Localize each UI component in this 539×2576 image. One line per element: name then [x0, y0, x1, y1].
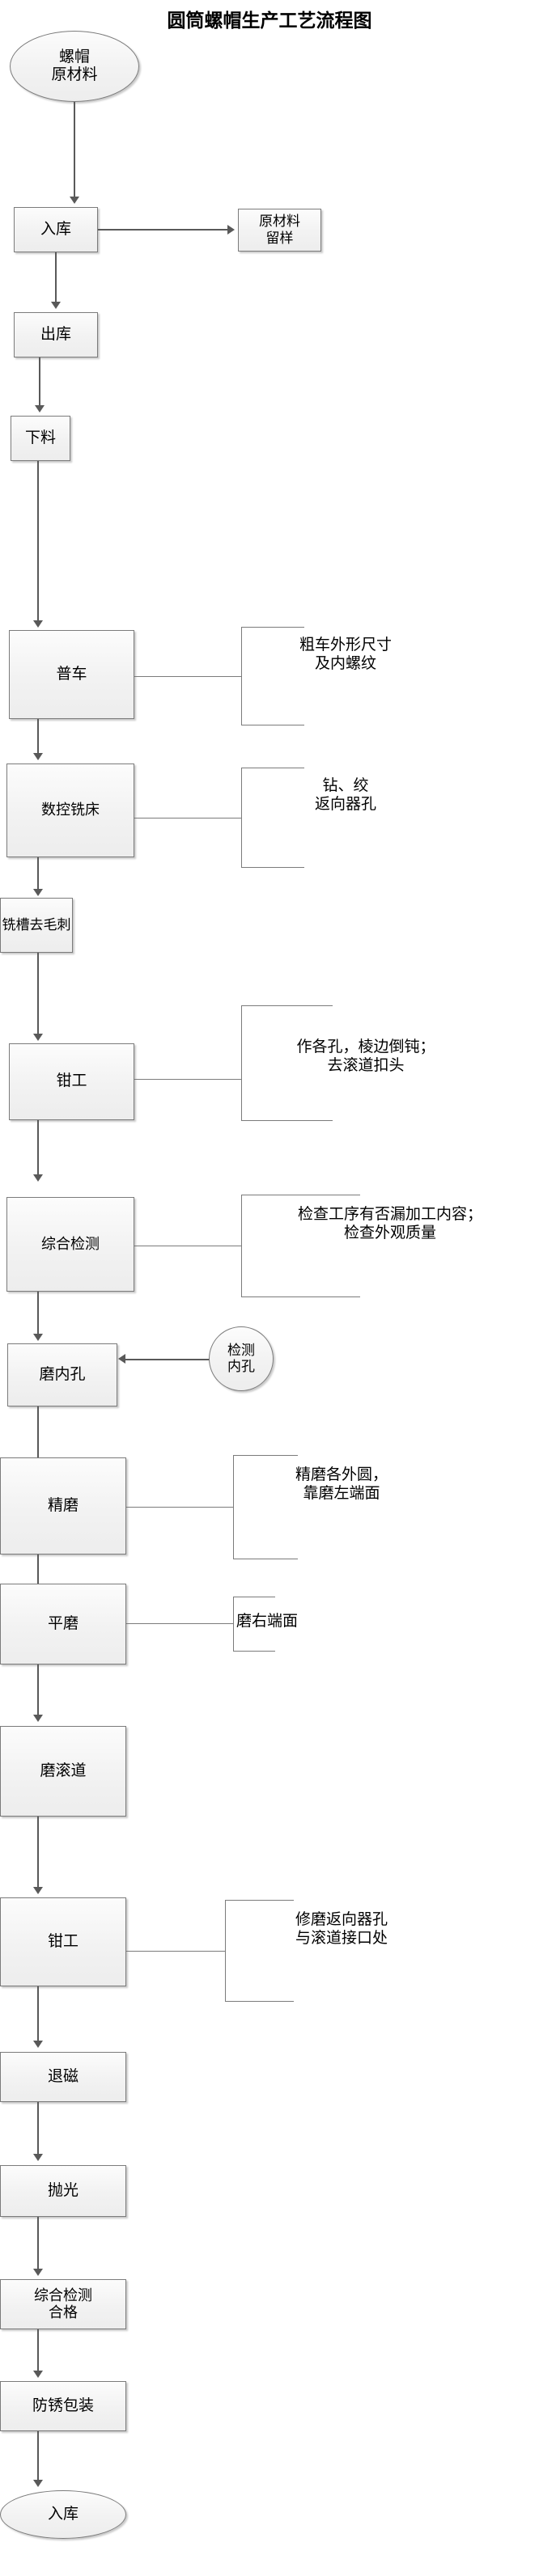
connector-ruku-to-chuku: [55, 252, 57, 302]
arrow-puche-to-skxc: [33, 753, 43, 760]
note-bracket-qiangong2: [225, 1900, 294, 2002]
step-node-ruku[interactable]: 入库: [14, 207, 98, 252]
connector-qiangong1-to-zhjc: [37, 1120, 39, 1175]
step-node-mogundao[interactable]: 磨滚道: [0, 1726, 126, 1817]
step-label-zhjc: 综合检测: [41, 1235, 100, 1252]
connector-skxc-to-xicao: [37, 857, 39, 890]
step-label-qiangong1: 钳工: [56, 1072, 87, 1090]
end-node-ruku[interactable]: 入库: [0, 2490, 126, 2539]
connector-jingmo-to-note: [126, 1507, 234, 1508]
step-label-skxc: 数控铣床: [41, 802, 100, 818]
step-node-puche[interactable]: 普车: [9, 630, 134, 719]
note-bracket-zhjc: [241, 1195, 360, 1297]
connector-puche-to-skxc: [37, 719, 39, 754]
note-bracket-qiangong1-shape: [241, 1005, 333, 1121]
step-label-ruku: 入库: [40, 220, 71, 238]
note-bracket-puche: [241, 627, 304, 725]
note-bracket-skxc: [241, 768, 304, 868]
step-node-fangxiu[interactable]: 防锈包装: [0, 2381, 126, 2431]
step-label-puche: 普车: [56, 665, 87, 683]
arrow-paoguang-to-zhjchg: [33, 2269, 43, 2276]
page-title: 圆筒螺帽生产工艺流程图: [167, 10, 372, 31]
connector-moneikong-to-jingmo: [37, 1406, 39, 1482]
arrow-zhjc-to-moneikong: [33, 1334, 43, 1341]
step-node-qiangong1-box[interactable]: 钳工: [9, 1043, 134, 1120]
connector-qiangong1-to-note: [134, 1079, 242, 1080]
side-node-label-inspect-bore: 检测 内孔: [227, 1342, 255, 1374]
side-node-raw-material-sample[interactable]: 原材料 留样: [238, 209, 321, 252]
arrow-tuici-to-paoguang: [33, 2154, 43, 2161]
step-label-jingmo: 精磨: [47, 1496, 79, 1514]
step-label-fangxiu: 防锈包装: [32, 2396, 94, 2414]
start-node-raw-material[interactable]: 螺帽 原材料: [10, 31, 139, 102]
connector-xicao-to-qiangong1: [37, 953, 39, 1034]
side-node-label-raw-material-sample: 原材料 留样: [259, 214, 300, 246]
step-label-mogundao: 磨滚道: [40, 1762, 87, 1779]
arrow-mogundao-to-qiangong2: [33, 1887, 43, 1894]
step-node-jingmo[interactable]: 精磨: [0, 1457, 126, 1554]
step-label-tuici: 退磁: [47, 2067, 79, 2085]
arrow-ruku-to-chuku: [51, 302, 61, 309]
side-node-inspect-bore[interactable]: 检测 内孔: [209, 1326, 274, 1391]
start-node-label: 螺帽 原材料: [51, 48, 98, 83]
connector-tuici-to-paoguang: [37, 2102, 39, 2155]
step-node-pingmo-box[interactable]: 平磨: [0, 1584, 126, 1664]
connector-ruku-to-liuyang: [98, 229, 227, 231]
connector-qiangong2-to-tuici: [37, 1986, 39, 2041]
connector-start-to-ruku: [74, 102, 75, 197]
arrow-xialiao-to-puche: [33, 620, 43, 628]
step-label-chuku: 出库: [40, 325, 71, 343]
connector-zhjc-to-moneikong: [37, 1292, 39, 1335]
step-label-xialiao: 下料: [24, 429, 56, 446]
connector-pingmo-to-mogundao: [37, 1664, 39, 1715]
step-node-paoguang[interactable]: 抛光: [0, 2165, 126, 2217]
step-node-chuku[interactable]: 出库: [14, 312, 98, 357]
note-text-pingmo: 磨右端面: [236, 1613, 299, 1630]
end-node-label: 入库: [47, 2505, 79, 2523]
note-text-puche: 粗车外形尺寸 及内螺纹: [299, 637, 392, 673]
step-node-xicao[interactable]: 铣槽去毛刺: [0, 898, 73, 953]
connector-fangxiu-to-end: [37, 2431, 39, 2481]
step-label-paoguang: 抛光: [47, 2181, 79, 2199]
connector-zhjchg-to-fangxiu: [37, 2329, 39, 2371]
step-node-zhjchg[interactable]: 综合检测 合格: [0, 2279, 126, 2329]
step-node-xialiao[interactable]: 下料: [11, 416, 70, 461]
note-text-qiangong2: 修磨返向器孔 与滚道接口处: [295, 1911, 388, 1948]
arrow-qiangong2-to-tuici: [33, 2041, 43, 2048]
arrow-fangxiu-to-end: [33, 2480, 43, 2487]
step-node-tuici-rendered[interactable]: 退磁: [0, 2052, 126, 2102]
step-label-qiangong2: 钳工: [47, 1932, 79, 1950]
connector-mogundao-to-qiangong2: [37, 1817, 39, 1888]
connector-paoguang-to-zhjchg: [37, 2217, 39, 2269]
connector-chuku-to-xialiao: [39, 357, 40, 406]
step-label-moneikong: 磨内孔: [39, 1365, 86, 1383]
arrow-start-to-ruku: [70, 197, 79, 204]
step-label-pingmo: 平磨: [47, 1614, 79, 1632]
step-node-qiangong2[interactable]: 钳工: [0, 1897, 126, 1986]
connector-qiangong2-to-note: [126, 1951, 226, 1952]
arrow-ruku-to-liuyang: [227, 225, 235, 235]
note-bracket-jingmo: [233, 1455, 298, 1559]
step-node-moneikong-box[interactable]: 磨内孔: [7, 1343, 117, 1406]
arrow-chuku-to-xialiao: [35, 405, 45, 412]
step-label-xicao: 铣槽去毛刺: [2, 916, 71, 933]
connector-xialiao-to-puche: [37, 461, 39, 621]
note-text-jingmo: 精磨各外圆， 靠磨左端面: [295, 1466, 388, 1503]
note-text-zhjc: 检查工序有否漏加工内容； 检查外观质量: [297, 1206, 482, 1242]
arrow-zhjchg-to-fangxiu: [33, 2371, 43, 2378]
arrow-qiangong1-to-zhjc: [33, 1174, 43, 1182]
arrow-pingmo-to-mogundao: [33, 1715, 43, 1722]
arrow-xicao-to-qiangong1: [33, 1034, 43, 1041]
connector-pingmo-to-note: [126, 1623, 234, 1624]
connector-jiancenekong-to-moneikong: [125, 1359, 211, 1360]
arrow-jiancenekong-to-moneikong: [118, 1354, 125, 1364]
note-bracket-pingmo: [233, 1597, 275, 1652]
step-node-skxc[interactable]: 数控铣床: [6, 763, 134, 857]
connector-puche-to-note: [134, 676, 242, 677]
step-label-zhjchg: 综合检测 合格: [34, 2286, 92, 2320]
note-text-qiangong1: 作各孔，棱边倒钝； 去滚道扣头: [296, 1038, 435, 1075]
arrow-skxc-to-xicao: [33, 889, 43, 896]
note-text-skxc: 钻、绞 返向器孔: [314, 777, 376, 814]
step-node-zhjc[interactable]: 综合检测: [6, 1197, 134, 1292]
